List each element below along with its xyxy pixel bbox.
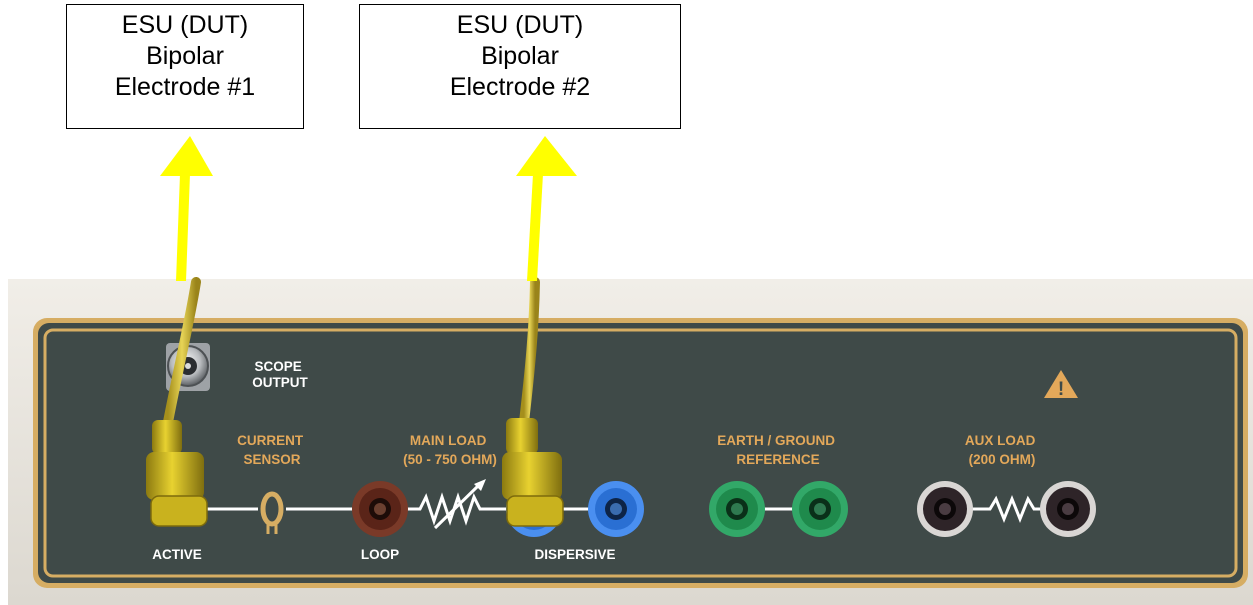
adjust-arrowhead [474, 479, 486, 491]
electrode-2-callout: ESU (DUT) Bipolar Electrode #2 [359, 4, 681, 129]
svg-text:!: ! [1058, 379, 1064, 400]
circuit-lines [207, 483, 1042, 530]
probe-cable-electrode-2 [502, 277, 564, 527]
callout-2-line-3: Electrode #2 [449, 73, 591, 101]
loop-jack[interactable] [352, 481, 408, 537]
arrow-to-electrode-1 [160, 136, 213, 281]
scope-output-label: SCOPE OUTPUT [252, 359, 308, 390]
callout-1-line-2: Bipolar [146, 42, 224, 70]
dispersive-label: DISPERSIVE [534, 547, 615, 562]
probe-cable-electrode-1 [146, 277, 208, 527]
aux-load-label: AUX LOAD (200 OHM) [965, 433, 1039, 467]
ground-jack-1[interactable] [709, 481, 765, 537]
callout-1-line-3: Electrode #1 [114, 73, 256, 101]
callout-2-line-2: Bipolar [481, 42, 559, 70]
electrode-1-callout: ESU (DUT) Bipolar Electrode #1 [66, 4, 304, 129]
panel-face [38, 323, 1243, 583]
callout-1-line-1: ESU (DUT) [121, 11, 249, 39]
warning-icon: ! [1044, 370, 1078, 400]
aux-load-jack-1[interactable] [917, 481, 973, 537]
panel-inner-border [43, 328, 1238, 578]
loop-label: LOOP [361, 547, 399, 562]
current-sensor-label: CURRENT SENSOR [237, 433, 307, 467]
dispersive-jack-2[interactable] [588, 481, 644, 537]
ground-jack-2[interactable] [792, 481, 848, 537]
earth-ground-reference-label: EARTH / GROUND REFERENCE [717, 433, 839, 467]
main-load-label: MAIN LOAD (50 - 750 OHM) [403, 433, 497, 467]
arrow-to-electrode-2 [516, 136, 577, 281]
active-label: ACTIVE [152, 547, 202, 562]
aux-load-jack-2[interactable] [1040, 481, 1096, 537]
callout-2-line-1: ESU (DUT) [456, 11, 584, 39]
current-sensor-toroid [260, 491, 284, 534]
